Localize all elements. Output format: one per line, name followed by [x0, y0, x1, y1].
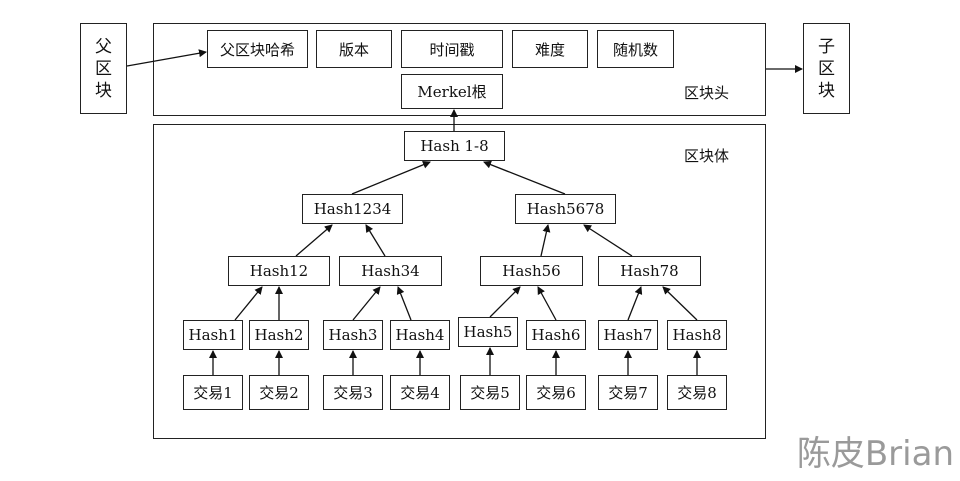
hash-level3: Hash34 — [339, 256, 442, 286]
block-body-frame — [153, 124, 766, 439]
hash-level2: Hash5678 — [515, 194, 616, 224]
header-field-parent-hash: 父区块哈希 — [207, 30, 308, 68]
hash-leaf: Hash8 — [667, 320, 727, 350]
block-body-label: 区块体 — [684, 147, 730, 165]
transaction: 交易7 — [598, 375, 658, 410]
transaction: 交易8 — [667, 375, 727, 410]
hash-level3: Hash78 — [598, 256, 701, 286]
tree-arrow — [234, 286, 263, 321]
tree-arrow — [396, 286, 412, 321]
tree-arrow — [295, 224, 333, 257]
child-block-char: 区 — [818, 58, 835, 79]
transaction: 交易3 — [323, 375, 383, 410]
tree-arrow — [537, 286, 557, 321]
hash-level3: Hash56 — [480, 256, 583, 286]
child-block: 子 区 块 — [803, 23, 850, 114]
hash-leaf: Hash4 — [390, 320, 450, 350]
tree-arrow — [352, 286, 381, 321]
transaction: 交易1 — [183, 375, 243, 410]
block-header-label: 区块头 — [684, 84, 730, 102]
parent-block-char: 父 — [95, 36, 112, 57]
parent-block-char: 区 — [95, 58, 112, 79]
parent-block-char: 块 — [95, 80, 112, 101]
header-field-timestamp: 时间戳 — [401, 30, 503, 68]
child-block-char: 块 — [818, 80, 835, 101]
transaction: 交易6 — [526, 375, 586, 410]
transaction: 交易4 — [390, 375, 450, 410]
tree-arrow — [540, 224, 551, 257]
tree-arrow — [365, 224, 386, 257]
header-field-difficulty: 难度 — [512, 30, 588, 68]
hash-leaf: Hash5 — [458, 317, 518, 347]
parent-block: 父 区 块 — [80, 23, 127, 114]
hash-leaf: Hash3 — [323, 320, 383, 350]
hash-level3: Hash12 — [228, 256, 330, 286]
tree-arrow — [351, 160, 431, 195]
hash-leaf: Hash6 — [526, 320, 586, 350]
tree-arrow — [489, 286, 521, 318]
block-header-frame — [153, 23, 766, 116]
child-block-char: 子 — [818, 36, 835, 57]
header-field-nonce: 随机数 — [597, 30, 674, 68]
transaction: 交易5 — [460, 375, 520, 410]
parent-hash-arrow — [126, 49, 207, 67]
hash-level2: Hash1234 — [302, 194, 403, 224]
tree-arrow — [483, 160, 566, 195]
tree-arrow — [662, 286, 698, 321]
header-field-version: 版本 — [316, 30, 392, 68]
transaction: 交易2 — [249, 375, 309, 410]
tree-arrow — [627, 286, 643, 321]
watermark: 陈皮Brian — [796, 434, 954, 474]
hash-leaf: Hash7 — [598, 320, 658, 350]
hash-leaf: Hash1 — [183, 320, 243, 350]
tree-arrow — [583, 224, 633, 257]
hash-root: Hash 1-8 — [404, 131, 505, 161]
merkel-root: Merkel根 — [401, 74, 503, 109]
hash-leaf: Hash2 — [249, 320, 309, 350]
